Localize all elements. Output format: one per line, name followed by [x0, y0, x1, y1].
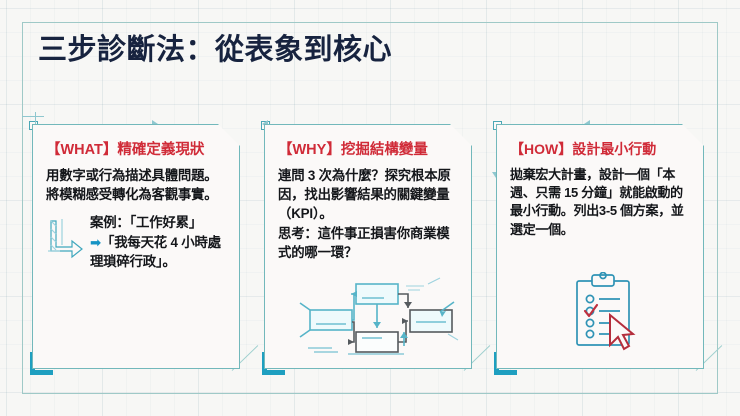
card-what-heading: 【WHAT】精確定義現狀 [46, 142, 205, 158]
arrow-3d-icon [46, 217, 86, 263]
card-how-body: 拋棄宏大計畫，設計一個「本週、只需 15 分鐘」就能啟動的最小行動。列出3-5 … [510, 166, 684, 237]
card-how-heading: 【HOW】設計最小行動 [510, 141, 657, 157]
card-why: 【WHY】挖掘結構變量 連問 3 次為什麼？探究根本原因，找出影響結果的關鍵變量… [264, 124, 472, 369]
card-how: 【HOW】設計最小行動 拋棄宏大計畫，設計一個「本週、只需 15 分鐘」就能啟動… [496, 124, 704, 369]
card-what-example-arrow: ➡ [90, 234, 102, 250]
card-what-left-tick [22, 116, 44, 118]
card-why-body-2: 思考：這件事正損害你商業模式的哪一環？ [278, 226, 450, 261]
card-what-example-line1: 案例：「工作好累」 [90, 215, 203, 231]
card-what-example-text: 案例：「工作好累」 ➡「我每天花 4 小時處理瑣碎行政」。 [90, 213, 226, 271]
card-what-example-line2: 「我每天花 4 小時處理瑣碎行政」。 [90, 234, 221, 270]
card-what-body: 用數字或行為描述具體問題。將模糊感受轉化為客觀事實。 [46, 168, 218, 203]
card-what-example-block: 案例：「工作好累」 ➡「我每天花 4 小時處理瑣碎行政」。 [46, 213, 226, 271]
card-why-body: 連問 3 次為什麼？探究根本原因，找出影響結果的關鍵變量（KPI）。 [278, 168, 451, 222]
card-why-heading: 【WHY】挖掘結構變量 [278, 142, 428, 158]
page-title: 三步診斷法：從表象到核心 [38, 34, 393, 66]
card-what: 【WHAT】精確定義現狀 用數字或行為描述具體問題。將模糊感受轉化為客觀事實。 … [32, 124, 240, 369]
